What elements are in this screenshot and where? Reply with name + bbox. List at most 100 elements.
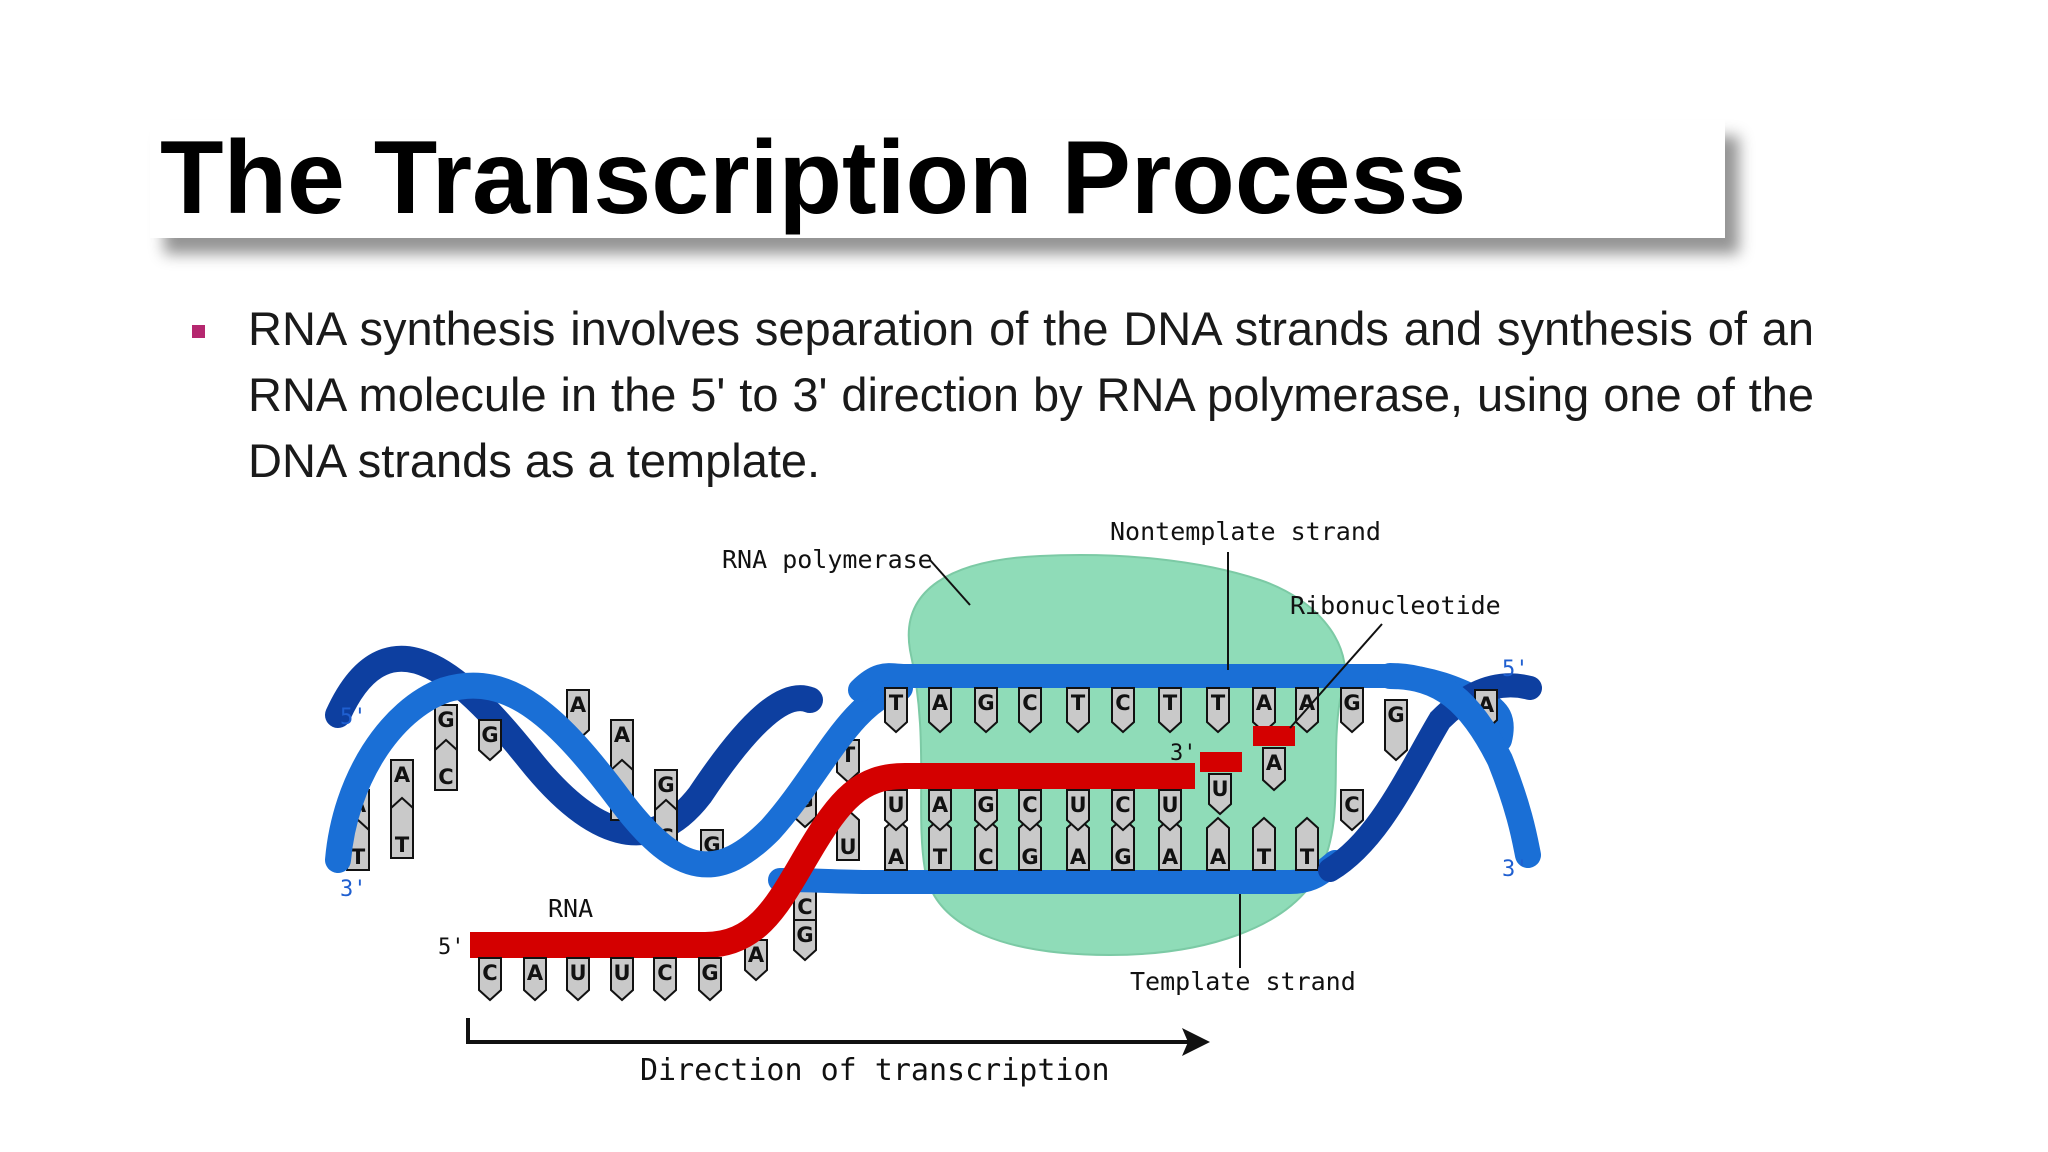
template-base-letter: A bbox=[1162, 845, 1179, 869]
transition-base-letter: U bbox=[839, 835, 856, 859]
template-base: A bbox=[1206, 816, 1230, 871]
direction-arrow-head-icon bbox=[1182, 1028, 1210, 1056]
hybrid-rna-base-shape bbox=[1066, 789, 1090, 832]
template-base-letter: C bbox=[978, 845, 993, 869]
nontemplate-base: T bbox=[1158, 687, 1182, 734]
nontemplate-base: C bbox=[1018, 687, 1042, 734]
ribonucleotide-marker bbox=[1253, 726, 1295, 746]
new-rna-base: U bbox=[1208, 773, 1232, 816]
nontemplate-base: T bbox=[1066, 687, 1090, 734]
released-rna-base: A bbox=[523, 957, 547, 1002]
template-base-letter: A bbox=[1070, 845, 1087, 869]
released-rna-base-letter: C bbox=[482, 961, 497, 985]
nontemplate-base-letter: A bbox=[1299, 691, 1316, 715]
nontemplate-base-shape bbox=[1111, 687, 1135, 734]
template-base-letter: A bbox=[1210, 845, 1227, 869]
released-rna-base: U bbox=[566, 957, 590, 1002]
left-helix-base-letter: A bbox=[394, 763, 411, 787]
left-helix-front-strand bbox=[325, 672, 913, 878]
left-helix-base-letter: G bbox=[437, 708, 454, 732]
left-helix-base-letter: G bbox=[481, 723, 498, 747]
free-ribonucleotide-shape bbox=[1262, 747, 1286, 792]
slide-title: The Transcription Process bbox=[160, 120, 1467, 236]
released-rna-base-letter: C bbox=[657, 961, 672, 985]
hybrid-rna-base: C bbox=[1018, 789, 1042, 832]
released-rna-base-letter: G bbox=[701, 961, 718, 985]
nontemplate-base-letter: A bbox=[932, 691, 949, 715]
pointer-ribonucleotide bbox=[1289, 623, 1383, 729]
hybrid-rna-base-shape bbox=[1158, 789, 1182, 832]
new-rna-base-letter: U bbox=[1211, 777, 1228, 801]
transition-base-letter: C bbox=[797, 895, 812, 919]
template-base-letter: G bbox=[1021, 845, 1038, 869]
hybrid-rna-base-shape bbox=[1111, 789, 1135, 832]
hybrid-rna-base: U bbox=[1066, 789, 1090, 832]
nontemplate-base-letter: T bbox=[1163, 691, 1178, 715]
hybrid-rna-base-shape bbox=[1018, 789, 1042, 832]
transition-base-letter: G bbox=[796, 923, 813, 947]
hybrid-rna-base-shape bbox=[928, 789, 952, 832]
label-direction: Direction of transcription bbox=[640, 1053, 1110, 1088]
label-rna-polymerase: RNA polymerase bbox=[722, 545, 933, 574]
template-base: A bbox=[1066, 816, 1090, 871]
released-rna-base-letter: U bbox=[613, 961, 630, 985]
hybrid-rna-base-letter: U bbox=[1161, 793, 1178, 817]
left-helix-base: G bbox=[478, 719, 502, 762]
nontemplate-base: G bbox=[1340, 687, 1364, 734]
nontemplate-base: A bbox=[928, 687, 952, 734]
hybrid-rna-base: C bbox=[1111, 789, 1135, 832]
template-base-letter: T bbox=[933, 845, 948, 869]
template-base-letter: T bbox=[1300, 845, 1315, 869]
template-base: T bbox=[928, 816, 952, 871]
hybrid-rna-base-shape bbox=[884, 789, 908, 832]
released-rna-base-shape bbox=[698, 957, 722, 1002]
left-helix-base-letter: A bbox=[570, 693, 587, 717]
hybrid-rna-base: G bbox=[974, 789, 998, 832]
released-rna-base-shape bbox=[478, 957, 502, 1002]
released-rna-base-shape bbox=[653, 957, 677, 1002]
nontemplate-base: T bbox=[1206, 687, 1230, 734]
right-helix-base-shape bbox=[1384, 699, 1408, 762]
hybrid-rna-base-shape bbox=[974, 789, 998, 832]
right-helix-front-strand bbox=[1377, 663, 1541, 868]
nontemplate-base-shape bbox=[928, 687, 952, 734]
nontemplate-base-shape bbox=[1066, 687, 1090, 734]
template-base-shape bbox=[1206, 816, 1230, 871]
transition-base: G bbox=[793, 919, 817, 962]
label-nontemplate-strand: Nontemplate strand bbox=[1110, 517, 1381, 546]
released-rna-base: U bbox=[610, 957, 634, 1002]
template-base: T bbox=[1295, 816, 1319, 871]
nontemplate-base-letter: G bbox=[977, 691, 994, 715]
pointer-rna-polymerase bbox=[929, 559, 971, 606]
right-helix-base-shape bbox=[1340, 789, 1364, 832]
label-template-strand: Template strand bbox=[1130, 967, 1356, 996]
nontemplate-base: T bbox=[884, 687, 908, 734]
hybrid-rna-base-letter: U bbox=[1069, 793, 1086, 817]
free-ribonucleotide-letter: A bbox=[1266, 751, 1283, 775]
label-right-3-prime: 3' bbox=[1502, 857, 1529, 882]
nontemplate-base-letter: T bbox=[889, 691, 904, 715]
hybrid-rna-base: U bbox=[884, 789, 908, 832]
left-helix-base-letter: C bbox=[438, 765, 453, 789]
right-helix-base-letter: C bbox=[1344, 793, 1359, 817]
left-helix-back-strand bbox=[325, 645, 823, 846]
template-base: T bbox=[1252, 816, 1276, 871]
left-helix-base-shape bbox=[478, 719, 502, 762]
hybrid-rna-base-letter: G bbox=[977, 793, 994, 817]
nontemplate-base: C bbox=[1111, 687, 1135, 734]
released-rna-base: C bbox=[653, 957, 677, 1002]
transition-base-shape bbox=[744, 939, 768, 982]
hybrid-rna-base-letter: U bbox=[887, 793, 904, 817]
template-base-letter: G bbox=[1114, 845, 1131, 869]
template-base: G bbox=[1111, 816, 1135, 871]
hybrid-rna-base-letter: C bbox=[1115, 793, 1130, 817]
title-bar bbox=[150, 120, 1725, 238]
template-base: A bbox=[1158, 816, 1182, 871]
nontemplate-base-shape bbox=[1206, 687, 1230, 734]
nontemplate-base-shape bbox=[1018, 687, 1042, 734]
hybrid-rna-base: U bbox=[1158, 789, 1182, 832]
nontemplate-base: A bbox=[1252, 687, 1276, 734]
label-ribonucleotide: Ribonucleotide bbox=[1290, 591, 1501, 620]
